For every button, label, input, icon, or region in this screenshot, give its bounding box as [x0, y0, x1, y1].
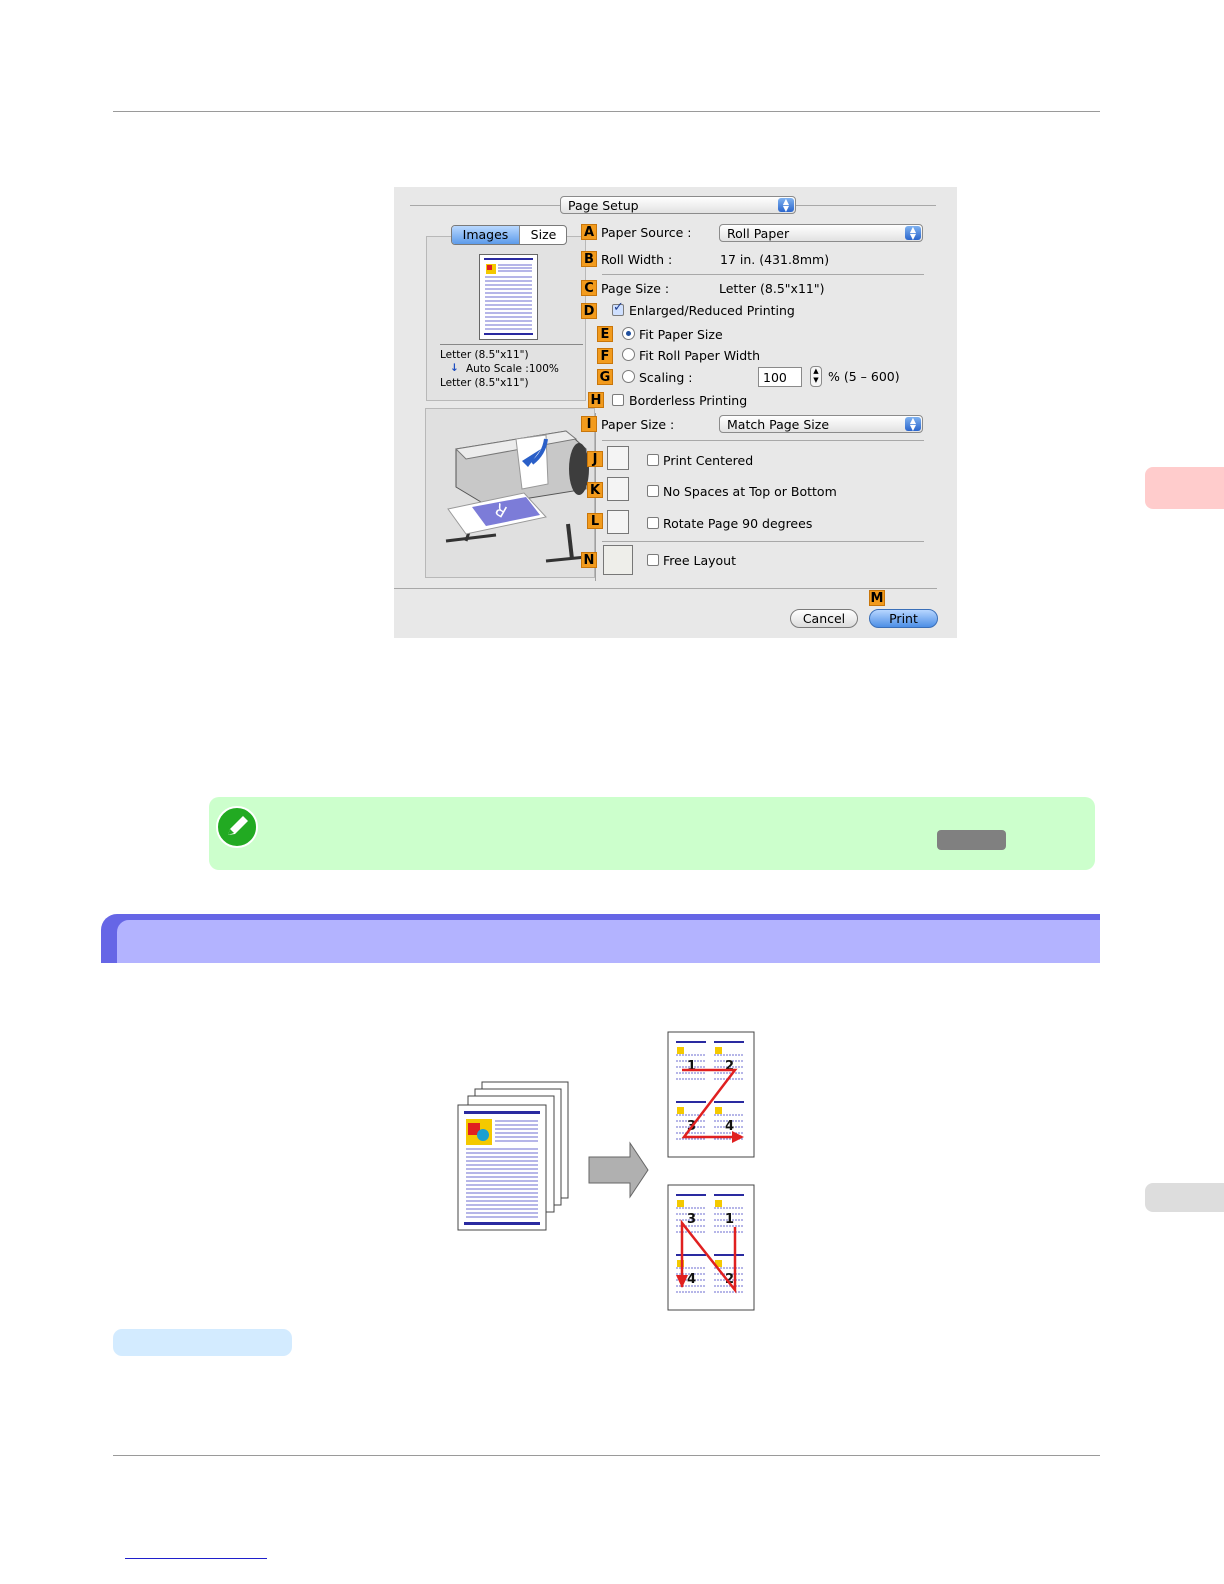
- reference-badge[interactable]: [937, 830, 1006, 850]
- fit-paper-size-label: Fit Paper Size: [639, 327, 723, 342]
- rotate-page-icon: [607, 510, 629, 534]
- print-centered-checkbox[interactable]: [647, 454, 659, 466]
- sheet-number: 1: [687, 1059, 696, 1074]
- free-layout-checkbox[interactable]: [647, 554, 659, 566]
- print-centered-icon: [607, 446, 629, 470]
- page-size-label: Page Size :: [601, 281, 670, 296]
- divider: [410, 205, 560, 206]
- print-centered-label: Print Centered: [663, 453, 754, 468]
- label-d: D: [581, 303, 597, 319]
- tab-size[interactable]: Size: [519, 226, 566, 244]
- sheet-number: 3: [687, 1212, 696, 1227]
- footer-rule: [113, 1455, 1100, 1456]
- section-bar-fill: [117, 920, 1100, 963]
- label-f: F: [597, 348, 613, 364]
- popup-arrows-icon: ▲▼: [778, 198, 794, 213]
- rotate-page-label: Rotate Page 90 degrees: [663, 516, 813, 531]
- label-l: L: [587, 513, 603, 529]
- label-k: K: [587, 482, 603, 498]
- divider: [440, 344, 583, 345]
- layout-sheet-n-order: 3 1 4 2: [667, 1184, 755, 1311]
- scaling-stepper[interactable]: ▲▼: [810, 366, 822, 387]
- note-pencil-icon: [216, 806, 258, 848]
- enlarged-reduced-label: Enlarged/Reduced Printing: [629, 303, 795, 318]
- label-e: E: [597, 326, 613, 342]
- divider: [394, 588, 937, 589]
- right-arrow-icon: [588, 1141, 649, 1199]
- page-setup-dialog: Page Setup ▲▼ Images Size Letter (8.5"x1…: [394, 187, 957, 638]
- tab-images[interactable]: Images: [452, 226, 519, 244]
- cancel-button[interactable]: Cancel: [790, 609, 858, 628]
- divider: [602, 440, 924, 441]
- print-button[interactable]: Print: [869, 609, 938, 628]
- label-h: H: [588, 392, 604, 408]
- footer-link-underline[interactable]: [125, 1558, 267, 1559]
- scaling-range: % (5 – 600): [828, 369, 900, 384]
- divider: [796, 205, 936, 206]
- preview-tabs: Images Size: [451, 225, 567, 245]
- arrow-down-icon: ↓: [450, 362, 459, 374]
- preview-output-size: Letter (8.5"x11"): [440, 377, 529, 389]
- sheet-number: 2: [725, 1059, 734, 1074]
- paper-size-label: Paper Size :: [601, 417, 675, 432]
- note-box: [209, 797, 1095, 870]
- label-n: N: [581, 552, 597, 568]
- paper-source-popup[interactable]: Roll Paper ▲▼: [719, 224, 923, 242]
- paper-source-value: Roll Paper: [727, 226, 790, 241]
- popup-arrows-icon: ▲▼: [905, 226, 921, 241]
- label-g: G: [597, 369, 613, 385]
- pencil-icon: [228, 816, 248, 835]
- sheet-number: 4: [725, 1119, 734, 1134]
- paper-size-value: Match Page Size: [727, 417, 830, 432]
- label-i: I: [581, 416, 597, 432]
- sheet-number: 2: [725, 1272, 734, 1287]
- no-spaces-icon: [607, 477, 629, 501]
- page-setup-popup-label: Page Setup: [568, 198, 639, 213]
- sheet-number: 1: [725, 1212, 734, 1227]
- paper-source-label: Paper Source :: [601, 225, 692, 240]
- page-thumbnail: [479, 254, 538, 340]
- section-tab[interactable]: [1145, 1183, 1224, 1212]
- divider: [602, 274, 924, 275]
- topic-pill: [113, 1329, 292, 1356]
- free-layout-icon: [603, 545, 633, 575]
- checkmark-icon: ✓: [613, 300, 624, 315]
- section-heading-bar: [101, 914, 1100, 964]
- page-layout-diagram: 1 2 3 4 3 1 4 2: [457, 1031, 755, 1311]
- sheet-number: 4: [687, 1272, 696, 1287]
- roll-width-value: 17 in. (431.8mm): [720, 252, 830, 267]
- popup-arrows-icon: ▲▼: [905, 417, 921, 432]
- printer-panel: R: [425, 408, 595, 578]
- fit-paper-size-radio[interactable]: [622, 327, 635, 340]
- rotate-page-checkbox[interactable]: [647, 517, 659, 529]
- preview-auto-scale: Auto Scale :100%: [466, 363, 559, 375]
- enlarged-reduced-checkbox[interactable]: ✓: [612, 300, 624, 316]
- scaling-input[interactable]: 100: [758, 367, 802, 387]
- chapter-tab[interactable]: [1145, 467, 1224, 509]
- free-layout-label: Free Layout: [663, 553, 736, 568]
- borderless-printing-checkbox[interactable]: [612, 394, 624, 406]
- paper-size-popup[interactable]: Match Page Size ▲▼: [719, 415, 923, 433]
- label-b: B: [581, 251, 597, 267]
- fit-roll-paper-width-label: Fit Roll Paper Width: [639, 348, 761, 363]
- header-rule: [113, 111, 1100, 112]
- thumbnail-page-icon: [484, 258, 533, 335]
- preview-original-size: Letter (8.5"x11"): [440, 349, 529, 361]
- printer-illustration-icon: R: [445, 430, 589, 563]
- no-spaces-checkbox[interactable]: [647, 485, 659, 497]
- no-spaces-label: No Spaces at Top or Bottom: [663, 484, 837, 499]
- borderless-printing-label: Borderless Printing: [629, 393, 748, 408]
- label-a: A: [581, 224, 597, 240]
- fit-roll-paper-width-radio[interactable]: [622, 348, 635, 361]
- scaling-label: Scaling :: [639, 370, 693, 385]
- page-size-value: Letter (8.5"x11"): [719, 281, 825, 296]
- scaling-radio[interactable]: [622, 370, 635, 383]
- label-m: M: [869, 590, 885, 606]
- layout-sheet-z-order: 1 2 3 4: [667, 1031, 755, 1158]
- label-j: J: [587, 451, 603, 467]
- divider: [602, 541, 924, 542]
- page-setup-popup[interactable]: Page Setup ▲▼: [560, 196, 796, 214]
- label-c: C: [581, 280, 597, 296]
- roll-width-label: Roll Width :: [601, 252, 673, 267]
